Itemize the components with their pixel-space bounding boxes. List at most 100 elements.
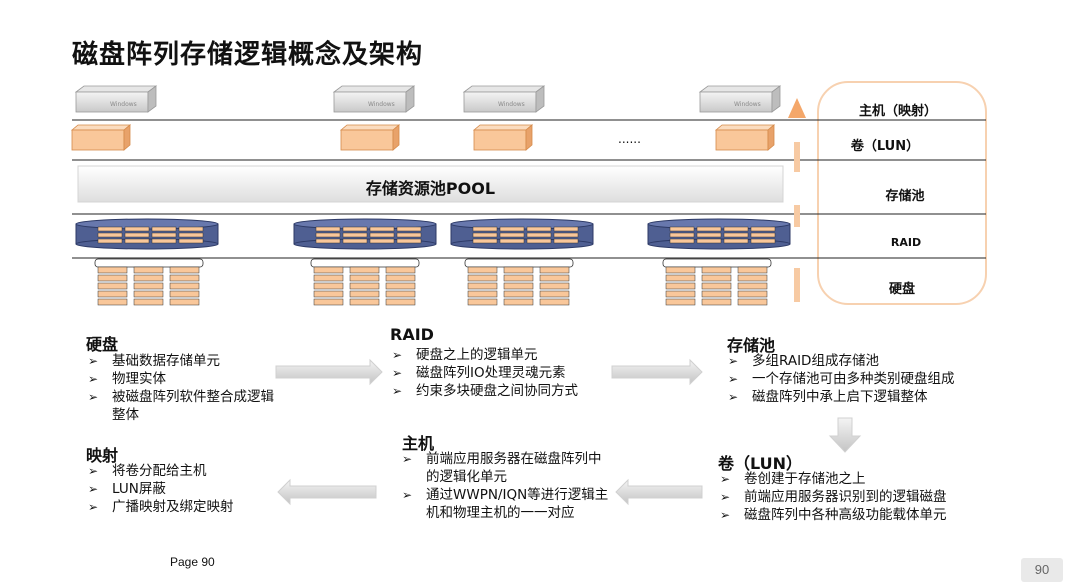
disk-icon (467, 266, 498, 274)
raid-disk-slot (124, 226, 150, 232)
server-brand-label: Windows (110, 101, 137, 108)
raid-disk-slot (553, 226, 579, 232)
list-item: 物理实体 (86, 370, 281, 388)
raid-disk-slot (178, 226, 204, 232)
raid-disk-slot (696, 238, 722, 244)
disk-icon (467, 298, 498, 306)
raid-disk-slot (315, 238, 341, 244)
arrow-left-icon (615, 478, 703, 506)
layer-label-raid: RAID (890, 236, 922, 249)
disk-icon (737, 274, 768, 282)
server-side (771, 85, 781, 113)
disk-icon (349, 290, 380, 298)
raid-disk-slot (396, 226, 422, 232)
disk-icon (737, 298, 768, 306)
raid-disk-slot (750, 232, 776, 238)
disk-icon (701, 290, 732, 298)
disk-icon (385, 298, 416, 306)
raid-disk-slot (669, 232, 695, 238)
disk-icon (349, 266, 380, 274)
raid-disk-slot (396, 232, 422, 238)
raid-disk-slot (178, 238, 204, 244)
concept-list-lun: 卷创建于存储池之上 前端应用服务器识别到的逻辑磁盘 磁盘阵列中各种高级功能载体单… (718, 470, 998, 524)
concept-heading-host: 主机 (402, 434, 435, 453)
list-item: 硬盘之上的逻辑单元 (390, 346, 620, 364)
disk-icon (665, 266, 696, 274)
disk-icon (169, 298, 200, 306)
disk-icon (539, 266, 570, 274)
disk-icon (349, 282, 380, 290)
raid-disk-slot (315, 232, 341, 238)
raid-disk-slot (499, 232, 525, 238)
raid-disk-slot (151, 238, 177, 244)
disk-icon (97, 282, 128, 290)
disk-icon (467, 290, 498, 298)
concept-heading-lun: 卷（LUN） (718, 454, 803, 473)
disk-icon (313, 274, 344, 282)
raid-disk-slot (151, 226, 177, 232)
disk-icon (701, 282, 732, 290)
disk-icon (665, 274, 696, 282)
list-item: 前端应用服务器在磁盘阵列中的逻辑化单元 (400, 450, 612, 486)
disk-icon (97, 290, 128, 298)
disk-icon (169, 290, 200, 298)
server-side (147, 85, 157, 113)
disk-icon (737, 266, 768, 274)
raid-disk-slot (315, 226, 341, 232)
disk-icon (539, 290, 570, 298)
raid-disk-slot (526, 232, 552, 238)
page-number-badge: 90 (1021, 558, 1063, 582)
raid-disk-slot (97, 226, 123, 232)
server-brand-label: Windows (734, 101, 761, 108)
raid-disk-slot (472, 238, 498, 244)
disk-icon (539, 298, 570, 306)
raid-disk-slot (723, 232, 749, 238)
disk-icon (133, 298, 164, 306)
disk-icon (97, 274, 128, 282)
disk-icon (701, 274, 732, 282)
storage-pool-label: 存储资源池POOL (365, 179, 496, 198)
raid-disk-slot (151, 232, 177, 238)
raid-disk-slot (499, 238, 525, 244)
layer-panel (817, 81, 987, 305)
layer-label-pool: 存储池 (885, 189, 925, 204)
disk-icon (313, 266, 344, 274)
raid-disk-slot (342, 238, 368, 244)
raid-disk-slot (553, 232, 579, 238)
disk-icon (133, 274, 164, 282)
disk-icon (97, 298, 128, 306)
up-arrow-icon (788, 98, 806, 118)
disk-icon (313, 290, 344, 298)
disk-icon (349, 298, 380, 306)
list-item: 多组RAID组成存储池 (726, 352, 996, 370)
raid-disk-slot (669, 238, 695, 244)
disk-icon (385, 274, 416, 282)
list-item: 磁盘阵列中承上启下逻辑整体 (726, 388, 996, 406)
disk-icon (701, 266, 732, 274)
raid-disk-slot (342, 226, 368, 232)
disk-icon (385, 282, 416, 290)
raid-disk-slot (750, 226, 776, 232)
disk-icon (503, 290, 534, 298)
layer-label-lun: 卷（LUN） (850, 139, 920, 154)
disk-icon (349, 274, 380, 282)
concept-list-raid: 硬盘之上的逻辑单元 磁盘阵列IO处理灵魂元素 约束多块硬盘之间协同方式 (390, 346, 620, 400)
raid-disk-slot (97, 232, 123, 238)
arrow-right-icon (275, 358, 383, 386)
concept-list-mapping: 将卷分配给主机 LUN屏蔽 广播映射及绑定映射 (86, 462, 286, 516)
layer-label-host: 主机（映射） (858, 104, 937, 119)
arrow-right-icon (611, 358, 703, 386)
disk-icon (133, 290, 164, 298)
slide-title: 磁盘阵列存储逻辑概念及架构 (72, 40, 424, 70)
volume-side (767, 124, 775, 151)
disk-icon (665, 282, 696, 290)
raid-disk-slot (696, 226, 722, 232)
raid-disk-slot (472, 226, 498, 232)
disk-icon (133, 282, 164, 290)
volume-side (392, 124, 400, 151)
list-item: 卷创建于存储池之上 (718, 470, 998, 488)
list-item: 被磁盘阵列软件整合成逻辑整体 (86, 388, 281, 424)
raid-disk-slot (526, 226, 552, 232)
volume-side (525, 124, 533, 151)
